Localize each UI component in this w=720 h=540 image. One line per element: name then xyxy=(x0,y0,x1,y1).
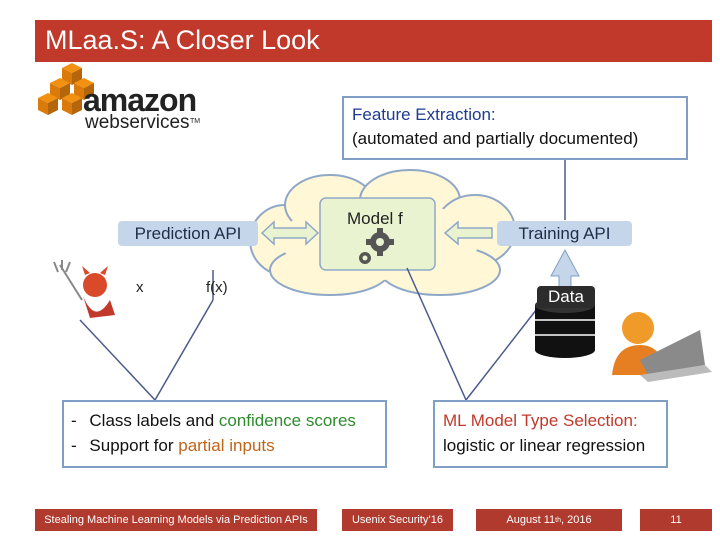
ml-model-type-title: ML Model Type Selection: xyxy=(443,411,638,430)
arrow-left-icon xyxy=(443,220,493,246)
title-bar: MLaa.S: A Closer Look xyxy=(35,20,712,62)
bullet: - xyxy=(71,436,77,455)
output-fx-label: f(x) xyxy=(206,279,228,296)
footer-date-sup: th xyxy=(555,516,561,524)
support-for-text: Support for xyxy=(89,436,179,455)
prediction-outputs-box: - Class labels and confidence scores - S… xyxy=(62,400,387,468)
feature-extraction-title: Feature Extraction: xyxy=(352,105,496,124)
aws-logo-icon xyxy=(38,63,94,115)
prediction-api-label: Prediction API xyxy=(118,221,258,246)
page-number: 11 xyxy=(640,509,712,531)
input-x-label: x xyxy=(136,279,144,296)
slide-title: MLaa.S: A Closer Look xyxy=(45,25,320,55)
model-label: Model f xyxy=(347,209,403,228)
partial-inputs-text: partial inputs xyxy=(178,436,275,455)
feature-extraction-note: (automated and partially documented) xyxy=(352,129,639,148)
footer-date-suffix: , 2016 xyxy=(560,514,592,526)
footer-venue: Usenix Security’16 xyxy=(342,509,453,531)
amazon-wordmark: amazon xyxy=(83,82,197,118)
footer-talk-title: Stealing Machine Learning Models via Pre… xyxy=(35,509,317,531)
feature-extraction-box: Feature Extraction: (automated and parti… xyxy=(342,96,688,160)
ml-model-type-detail: logistic or linear regression xyxy=(443,436,646,455)
footer-date-prefix: August 11 xyxy=(506,514,556,526)
data-label: Data xyxy=(537,286,595,308)
trademark-mark: TM xyxy=(190,118,201,125)
devil-icon xyxy=(53,260,115,318)
up-arrow-icon xyxy=(550,248,580,289)
double-arrow-left-icon xyxy=(260,220,320,246)
ml-model-type-box: ML Model Type Selection: logistic or lin… xyxy=(433,400,668,468)
webservices-wordmark: webservices xyxy=(85,112,190,133)
gear-icon xyxy=(359,228,394,264)
confidence-scores-text: confidence scores xyxy=(218,411,356,430)
training-api-label: Training API xyxy=(497,221,632,246)
class-labels-text: Class labels and xyxy=(89,411,219,430)
bullet: - xyxy=(71,411,77,430)
user-with-laptop-icon xyxy=(612,312,712,382)
